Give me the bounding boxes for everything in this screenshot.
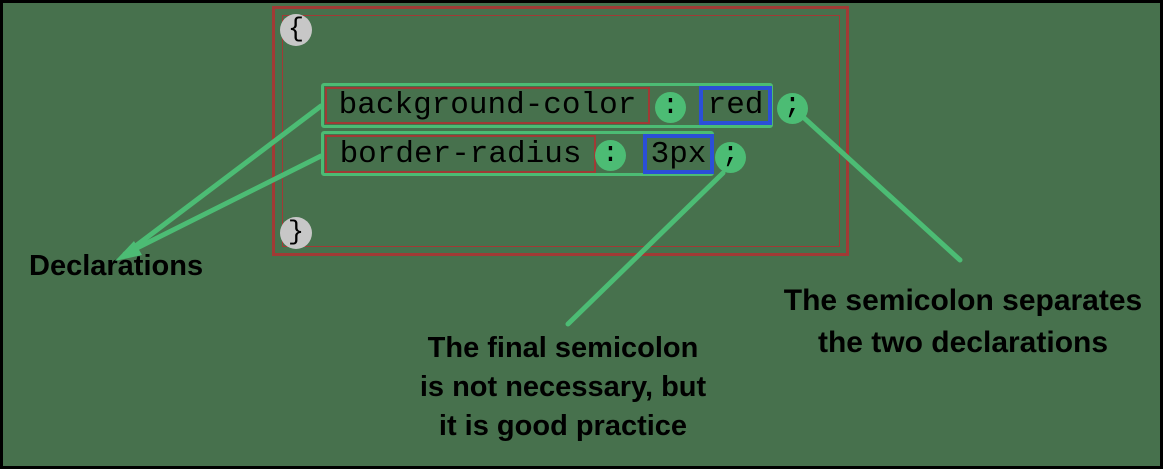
final-semicolon-note: The final semicolon is not necessary, bu… [398,329,728,446]
close-brace-circle: } [280,217,312,249]
value-2: 3px [650,136,707,172]
colon-2: : [601,137,620,170]
semicolon-circle-2: ; [715,137,746,173]
value-box-1: red [699,86,772,125]
final-semicolon-note-line-2: is not necessary, but [419,371,707,403]
colon-circle-2: : [595,137,626,171]
final-semicolon-note-line-1: The final semicolon [427,332,699,364]
value-1: red [707,88,764,123]
semicolon-circle-1: ; [777,88,808,124]
separator-note-line-1: The semicolon separates [783,284,1143,317]
property-box-1: background-color [325,87,650,124]
separator-note-line-2: the two declarations [817,326,1109,359]
property-name-2: border-radius [339,136,582,172]
semicolon-2: ; [721,137,740,170]
close-brace: } [287,217,305,248]
colon-1: : [661,89,680,122]
declarations-label: Declarations [29,250,204,282]
semicolon-1: ; [783,88,802,121]
value-box-2: 3px [643,134,714,174]
final-semicolon-note-line-3: it is good practice [438,410,688,442]
separator-note: The semicolon separates the two declarat… [768,280,1158,364]
property-box-2: border-radius [325,135,596,173]
open-brace: { [287,14,305,45]
colon-circle-1: : [655,89,686,123]
open-brace-circle: { [280,14,312,46]
property-name-1: background-color [338,88,637,123]
